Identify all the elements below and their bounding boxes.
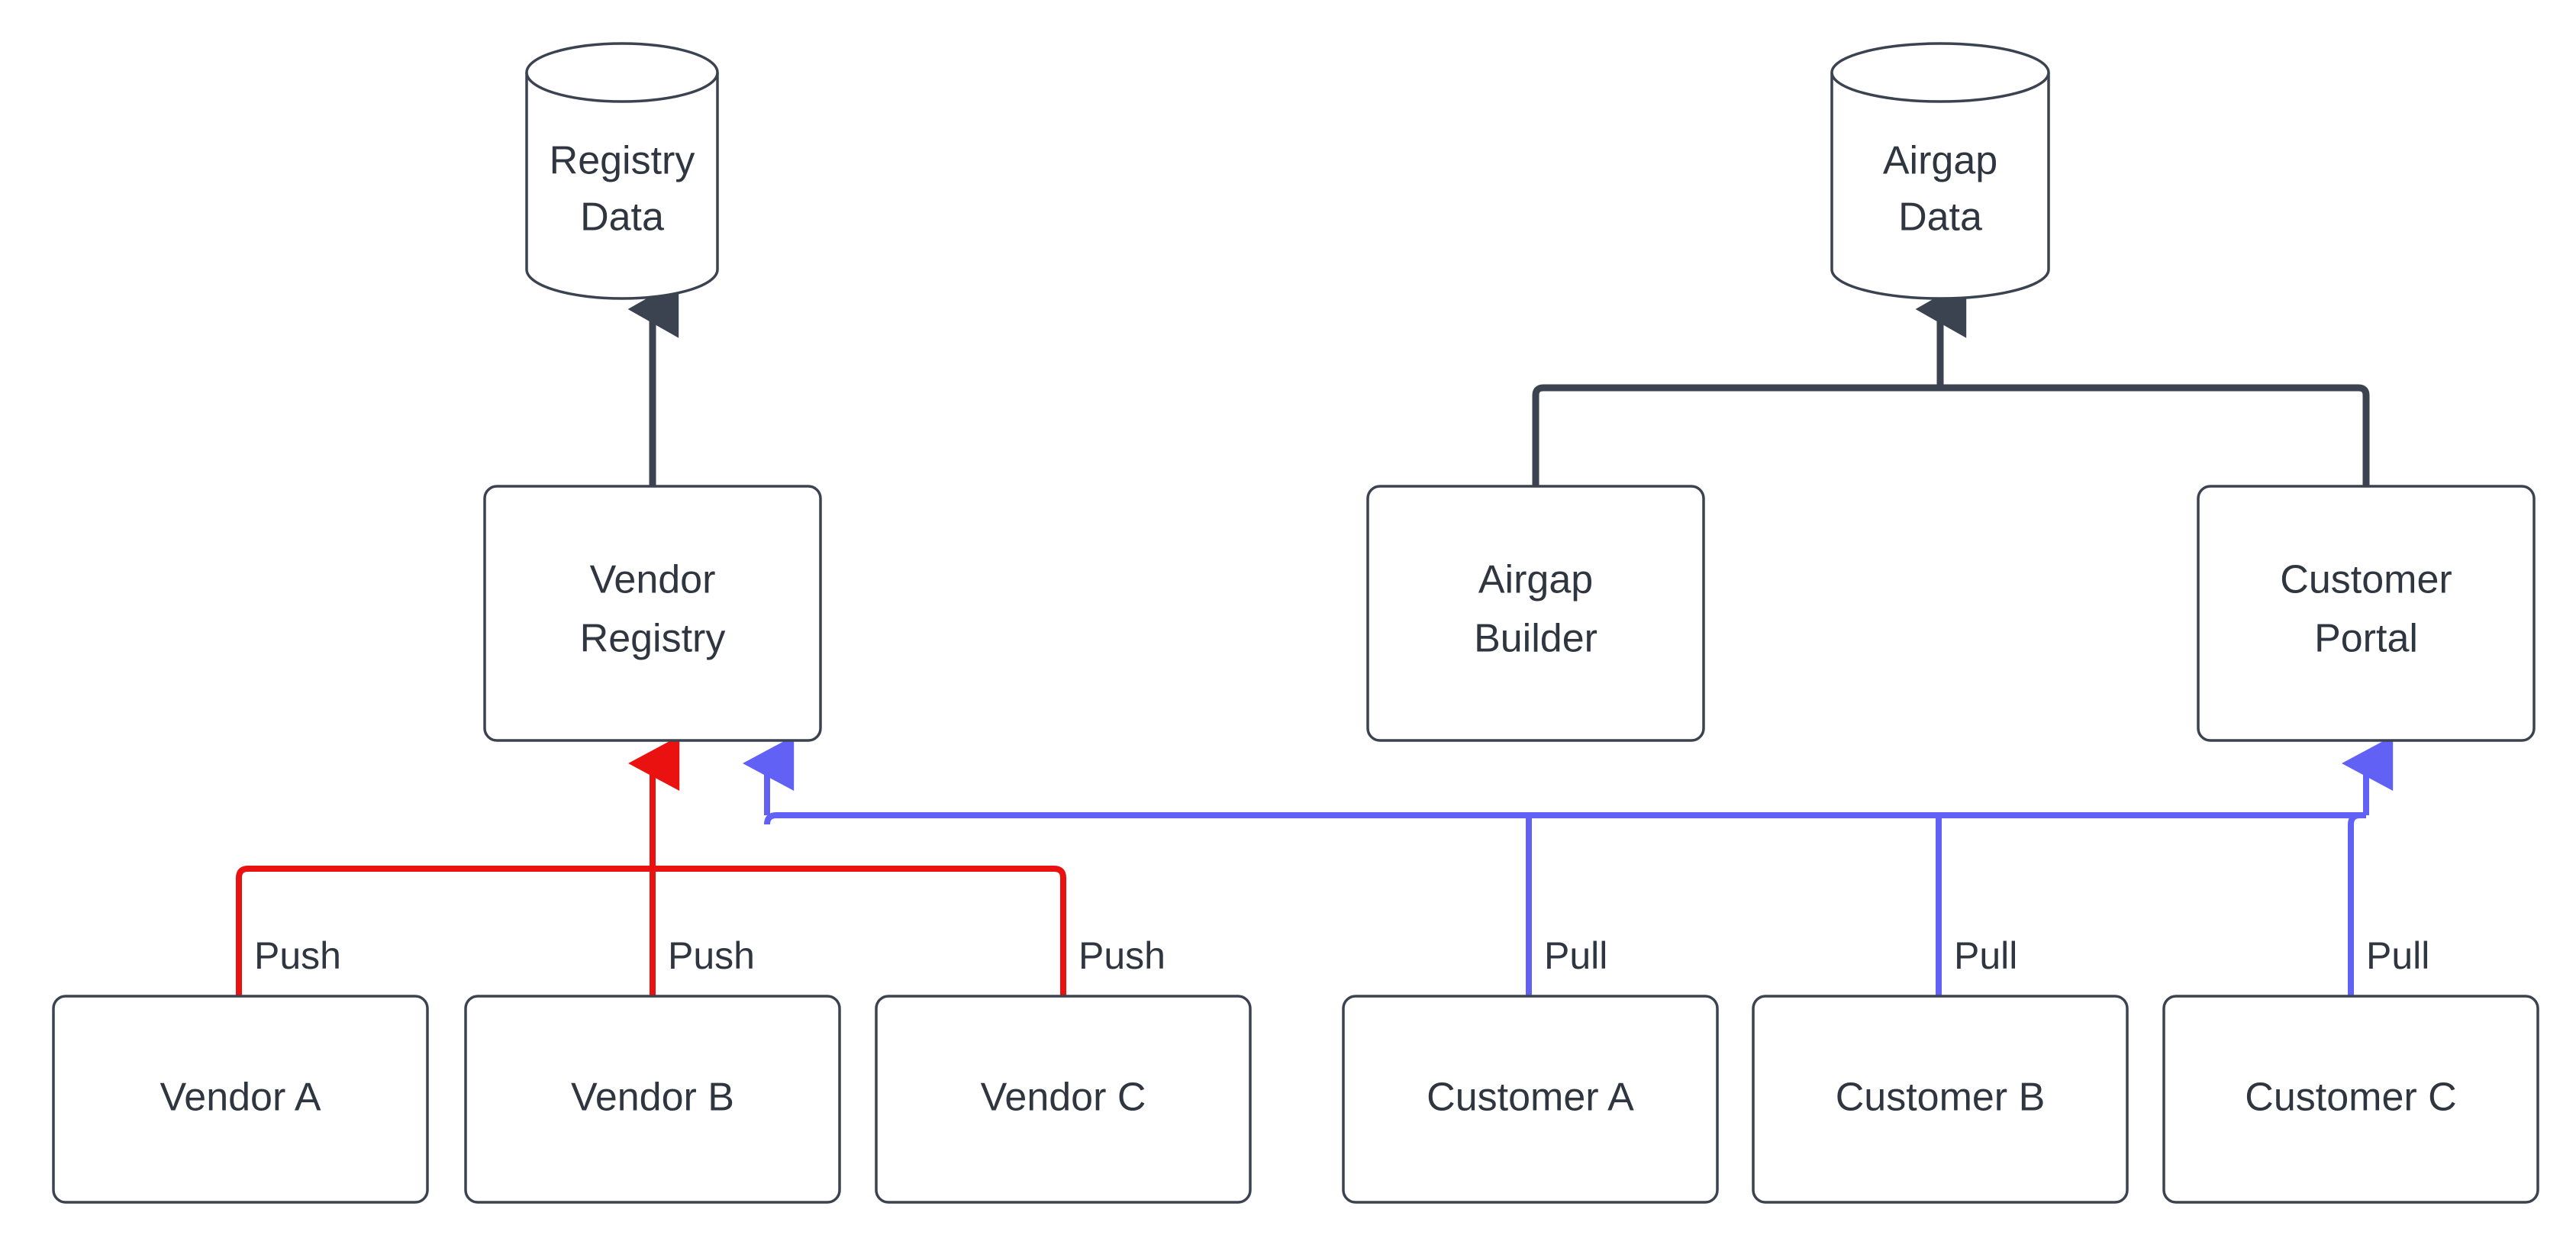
vendor-registry-label-line2: Registry <box>580 617 726 661</box>
edge-label-push-vendor-b: Push <box>668 934 755 977</box>
node-vendor-a[interactable]: Vendor A <box>52 995 429 1204</box>
node-customer-portal[interactable]: Customer Portal <box>2197 485 2536 742</box>
edge-push-vendor-a <box>236 866 653 996</box>
airgap-builder-label-line1: Airgap <box>1478 558 1593 602</box>
customer-portal-label-line2: Portal <box>2314 617 2418 661</box>
edge-push-vendor-c <box>653 866 1066 996</box>
edge-label-pull-customer-b: Pull <box>1954 934 2017 977</box>
edge-airgap-builder-to-airgap-data <box>1532 384 1931 486</box>
vendor-c-label: Vendor C <box>981 1076 1146 1120</box>
customer-b-label: Customer B <box>1836 1076 2046 1120</box>
node-vendor-b[interactable]: Vendor B <box>464 995 841 1204</box>
vendor-a-label: Vendor A <box>160 1076 321 1120</box>
vendor-b-label: Vendor B <box>571 1076 734 1120</box>
edge-label-pull-customer-a: Pull <box>1544 934 1607 977</box>
edge-label-push-vendor-c: Push <box>1078 934 1165 977</box>
vendor-registry-label-line1: Vendor <box>590 558 716 602</box>
customer-a-label: Customer A <box>1427 1076 1634 1120</box>
edge-pull-trunk <box>764 812 2366 825</box>
airgap-builder-label-line2: Builder <box>1474 617 1598 661</box>
registry-data-label-line1: Registry <box>550 139 695 183</box>
node-customer-b[interactable]: Customer B <box>1752 995 2129 1204</box>
node-airgap-data[interactable]: Airgap Data <box>1830 42 2050 300</box>
edge-customer-portal-to-airgap-data <box>1931 384 2370 486</box>
node-customer-c[interactable]: Customer C <box>2162 995 2539 1204</box>
airgap-data-label-line1: Airgap <box>1883 139 1997 183</box>
customer-c-label: Customer C <box>2245 1076 2456 1120</box>
customer-portal-label-line1: Customer <box>2280 558 2452 602</box>
edge-pull-customer-c <box>2348 812 2366 996</box>
node-vendor-registry[interactable]: Vendor Registry <box>483 485 822 742</box>
edge-label-push-vendor-a: Push <box>254 934 341 977</box>
node-vendor-c[interactable]: Vendor C <box>875 995 1252 1204</box>
node-airgap-builder[interactable]: Airgap Builder <box>1366 485 1705 742</box>
node-registry-data[interactable]: Registry Data <box>525 42 719 300</box>
registry-data-label-line2: Data <box>580 195 664 240</box>
airgap-data-label-line2: Data <box>1898 195 1982 240</box>
node-customer-a[interactable]: Customer A <box>1342 995 1719 1204</box>
edge-label-pull-customer-c: Pull <box>2366 934 2429 977</box>
